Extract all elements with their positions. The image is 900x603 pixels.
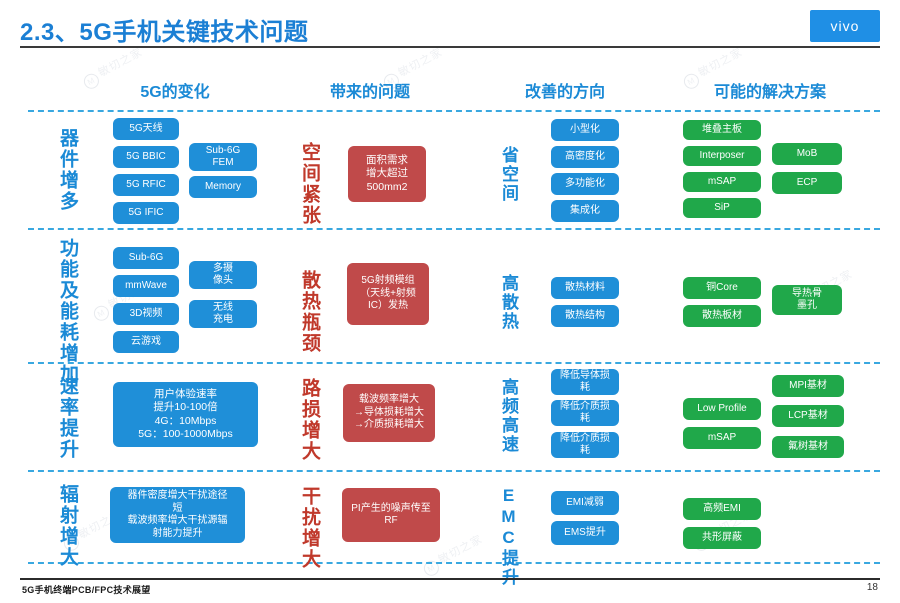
problem-box[interactable]: 5G射频模组 （天线+射频 IC）发热 bbox=[347, 263, 429, 325]
row-label-direction-2: 高散热 bbox=[499, 274, 518, 331]
change-box[interactable]: 无线 充电 bbox=[189, 300, 257, 328]
row-label-changes-4: 辐射增大 bbox=[57, 484, 78, 568]
change-box[interactable]: 5G IFIC bbox=[113, 202, 179, 224]
slide-header: 2.3、5G手机关键技术问题 vivo bbox=[0, 0, 900, 56]
title-divider bbox=[20, 46, 880, 48]
solution-box[interactable]: 共形屏蔽 bbox=[683, 527, 761, 549]
row-label-problem-1: 空间紧张 bbox=[299, 142, 320, 226]
watermark-icon: M bbox=[91, 303, 112, 324]
direction-box[interactable]: 散热结构 bbox=[551, 305, 619, 327]
solution-box[interactable]: 氟树基材 bbox=[772, 436, 844, 458]
change-box[interactable]: 3D视频 bbox=[113, 303, 179, 325]
direction-box[interactable]: 降低导体损 耗 bbox=[551, 369, 619, 395]
solution-box[interactable]: LCP基材 bbox=[772, 405, 844, 427]
solution-box[interactable]: 铜Core bbox=[683, 277, 761, 299]
change-box[interactable]: 云游戏 bbox=[113, 331, 179, 353]
column-header-solutions: 可能的解决方案 bbox=[713, 84, 826, 101]
row-label-problem-3: 路损增大 bbox=[299, 378, 320, 462]
row-separator bbox=[28, 228, 880, 230]
solution-box[interactable]: Interposer bbox=[683, 146, 761, 166]
column-header-direction: 改善的方向 bbox=[524, 84, 605, 101]
solution-box[interactable]: 高频EMI bbox=[683, 498, 761, 520]
solution-box[interactable]: 散热板材 bbox=[683, 305, 761, 327]
row-separator bbox=[28, 470, 880, 472]
row-label-direction-1: 省空间 bbox=[499, 146, 518, 203]
row-label-changes-3: 速率提升 bbox=[57, 376, 78, 460]
change-box[interactable]: 多摄 像头 bbox=[189, 261, 257, 289]
change-box[interactable]: 5G BBIC bbox=[113, 146, 179, 168]
vivo-logo: vivo bbox=[810, 10, 880, 42]
direction-box[interactable]: 散热材料 bbox=[551, 277, 619, 299]
solution-box[interactable]: ECP bbox=[772, 172, 842, 194]
row-label-problem-4: 干扰增大 bbox=[299, 486, 320, 570]
solution-box[interactable]: MPI基材 bbox=[772, 375, 844, 397]
column-header-problems: 带来的问题 bbox=[329, 84, 410, 101]
change-box[interactable]: 5G天线 bbox=[113, 118, 179, 140]
problem-box[interactable]: PI产生的噪声传至 RF bbox=[342, 488, 440, 542]
direction-box[interactable]: 小型化 bbox=[551, 119, 619, 141]
change-box[interactable]: Sub-6G FEM bbox=[189, 143, 257, 171]
footer-title: 5G手机终端PCB/FPC技术展望 bbox=[22, 585, 151, 595]
row-label-changes-1: 器件增多 bbox=[57, 128, 78, 212]
row-label-changes-2: 功能及能耗增加 bbox=[57, 238, 78, 385]
solution-box[interactable]: Low Profile bbox=[683, 398, 761, 420]
solution-box[interactable]: mSAP bbox=[683, 427, 761, 449]
footer-divider bbox=[20, 578, 880, 580]
solution-box[interactable]: 堆叠主板 bbox=[683, 120, 761, 140]
direction-box[interactable]: 多功能化 bbox=[551, 173, 619, 195]
problem-box[interactable]: 面积需求 增大超过 500mm2 bbox=[348, 146, 426, 202]
solution-box[interactable]: SiP bbox=[683, 198, 761, 218]
row-label-problem-2: 散热瓶颈 bbox=[299, 270, 320, 354]
problem-box[interactable]: 载波频率增大 →导体损耗增大 →介质损耗增大 bbox=[343, 384, 435, 442]
row-label-direction-3: 高频高速 bbox=[499, 378, 518, 454]
page-title: 2.3、5G手机关键技术问题 bbox=[20, 19, 309, 46]
column-header-changes: 5G的变化 bbox=[140, 84, 210, 101]
change-box[interactable]: Sub-6G bbox=[113, 247, 179, 269]
change-box[interactable]: 用户体验速率 提升10-100倍 4G：10Mbps 5G：100-1000Mb… bbox=[113, 382, 258, 447]
change-box[interactable]: 5G RFIC bbox=[113, 174, 179, 196]
page-number: 18 bbox=[866, 582, 878, 593]
solution-box[interactable]: 导热骨 墨孔 bbox=[772, 285, 842, 315]
direction-box[interactable]: 降低介质损 耗 bbox=[551, 400, 619, 426]
direction-box[interactable]: 集成化 bbox=[551, 200, 619, 222]
solution-box[interactable]: MoB bbox=[772, 143, 842, 165]
change-box[interactable]: mmWave bbox=[113, 275, 179, 297]
row-separator bbox=[28, 110, 880, 112]
direction-box[interactable]: EMI减弱 bbox=[551, 491, 619, 515]
change-box[interactable]: Memory bbox=[189, 176, 257, 198]
direction-box[interactable]: EMS提升 bbox=[551, 521, 619, 545]
row-separator bbox=[28, 362, 880, 364]
column-headers: 5G的变化 带来的问题 改善的方向 可能的解决方案 bbox=[0, 78, 900, 104]
row-separator bbox=[28, 562, 880, 564]
direction-box[interactable]: 降低介质损 耗 bbox=[551, 432, 619, 458]
direction-box[interactable]: 高密度化 bbox=[551, 146, 619, 168]
row-label-direction-4: EMC提升 bbox=[499, 486, 518, 587]
solution-box[interactable]: mSAP bbox=[683, 172, 761, 192]
change-box[interactable]: 器件密度增大干扰途径 短 载波频率增大干扰源辐 射能力提升 bbox=[110, 487, 245, 543]
